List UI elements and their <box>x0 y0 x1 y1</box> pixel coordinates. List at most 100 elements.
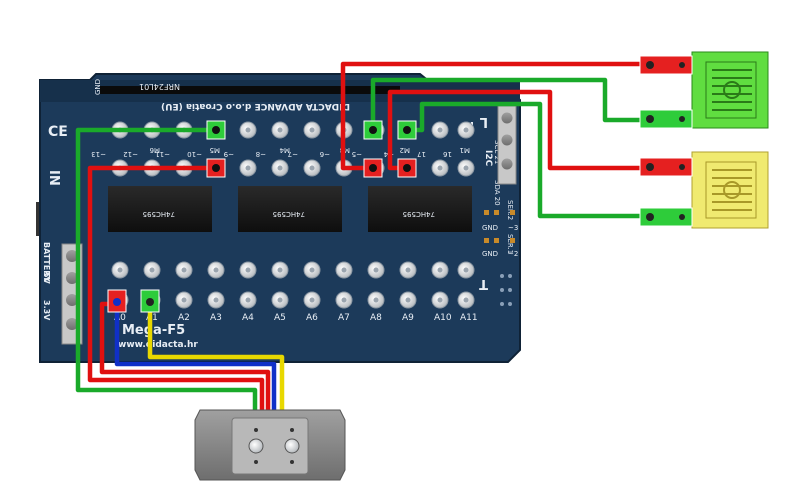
model-label: Mega-F5 <box>122 323 185 338</box>
sensor-block-icon <box>194 409 346 481</box>
i2c-terminal <box>497 105 517 185</box>
ser-pins <box>484 210 515 243</box>
svg-text:74HC595: 74HC595 <box>273 210 305 218</box>
analog-label-10: A10 <box>434 313 452 323</box>
analog-label-4: A4 <box>242 313 254 323</box>
header-top <box>100 86 400 94</box>
i2c-label: I2C <box>483 150 493 167</box>
pad-a-bot-9-hole <box>405 297 411 303</box>
t-label: T <box>479 276 488 291</box>
wire-red-sensor-top <box>340 61 640 171</box>
pad-top-11-hole <box>463 127 469 133</box>
analog-label-0: A0 <box>114 313 126 323</box>
pad-a-top-10-hole <box>437 267 443 273</box>
svg-text:74HC595: 74HC595 <box>143 210 175 218</box>
pad-mid-10-hole <box>437 165 443 171</box>
analog-label-3: A3 <box>210 313 222 323</box>
connector-green-pin4 <box>397 120 417 140</box>
board-dots <box>500 274 512 306</box>
in-label: IN <box>46 170 61 186</box>
pad-top-4-hole <box>245 127 251 133</box>
pad-a-top-11-hole <box>463 267 469 273</box>
pad-top-5-hole <box>277 127 283 133</box>
top-pin-label-0: ~13 <box>91 150 106 158</box>
analog-label-8: A8 <box>370 313 382 323</box>
pad-a-top-2-hole <box>181 267 187 273</box>
pad-a-bot-5-hole <box>277 297 283 303</box>
sensor-bottom-yellow <box>639 151 769 229</box>
v5-label: 5V <box>42 272 51 285</box>
analog-label-7: A7 <box>338 313 350 323</box>
pad-mid-4-hole <box>245 165 251 171</box>
pad-a-bot-6-hole <box>309 297 315 303</box>
scl-label: SCL 21 <box>493 140 501 164</box>
pad-a-bot-3-hole <box>213 297 219 303</box>
wire-red-sensor-bottom <box>387 89 640 171</box>
analog-label-6: A6 <box>306 313 318 323</box>
pad-a-top-9-hole <box>405 267 411 273</box>
pad-a-top-4-hole <box>245 267 251 273</box>
board-title: DIDACTA ADVANCE d.o.o Croatia (EU) <box>161 101 350 111</box>
url-label: www.didacta.hr <box>118 340 198 350</box>
pad-a-bot-4-hole <box>245 297 251 303</box>
tilde3-label: ~3 <box>508 224 518 232</box>
connector-red-a0 <box>107 289 127 313</box>
wire-green-sensor-top-a <box>370 77 640 130</box>
connector-green-pin10 <box>206 120 226 140</box>
nrf-label: NRF24L01 <box>139 82 180 91</box>
battery-label: BATTERY <box>42 242 51 282</box>
motor-label-0: M6 <box>149 146 160 154</box>
pad-a-top-7-hole <box>341 267 347 273</box>
connector-green-pin5 <box>363 120 383 140</box>
top-pin-label-1: ~12 <box>123 150 138 158</box>
motor-label-2: M4 <box>279 146 290 154</box>
top-pin-label-11: 16 <box>443 150 452 158</box>
wire-green-joystick <box>75 127 258 412</box>
pad-top-10-hole <box>437 127 443 133</box>
pad-a-top-5-hole <box>277 267 283 273</box>
analog-label-5: A5 <box>274 313 286 323</box>
shift-register-chip-1: 74HC595 <box>108 186 212 232</box>
wire-yellow-joystick <box>147 304 285 412</box>
connector-red-pin5 <box>363 158 383 178</box>
sda-label: SDA 20 <box>493 180 501 206</box>
top-pin-label-8: ~5 <box>352 150 362 158</box>
pad-top-6-hole <box>309 127 315 133</box>
connector-red-pin4 <box>397 158 417 178</box>
tilde2-label: ~2 <box>508 250 518 258</box>
analog-label-2: A2 <box>178 313 190 323</box>
gnd2-label: GND <box>482 250 498 258</box>
pad-a-top-8-hole <box>373 267 379 273</box>
top-pin-label-5: ~8 <box>256 150 266 158</box>
l-label: L <box>480 114 488 129</box>
pad-a-top-3-hole <box>213 267 219 273</box>
motor-label-1: M5 <box>210 146 221 154</box>
wire-blue-joystick <box>114 312 277 412</box>
motor-label-4: M2 <box>400 146 411 154</box>
pad-a-bot-8-hole <box>373 297 379 303</box>
wire-green-sensor-bottom <box>408 101 640 219</box>
gnd1-label: GND <box>482 224 498 232</box>
top-pin-label-3: ~10 <box>187 150 202 158</box>
motor-label-5: M1 <box>460 146 471 154</box>
wire-red-joystick-a0 <box>99 301 271 412</box>
pad-a-bot-10-hole <box>437 297 443 303</box>
analog-label-11: A11 <box>460 313 478 323</box>
top-pin-label-7: ~6 <box>319 150 330 158</box>
gnd-top-label: GND <box>94 79 102 95</box>
ce-mark: CE <box>48 124 68 140</box>
pad-a-top-0-hole <box>117 267 123 273</box>
connector-green-a1 <box>140 289 160 313</box>
shift-register-chip-2: 74HC595 <box>238 186 342 232</box>
pad-a-top-1-hole <box>149 267 155 273</box>
shift-register-chip-3: 74HC595 <box>368 186 472 232</box>
wire-red-joystick-top <box>87 165 265 412</box>
pad-a-bot-7-hole <box>341 297 347 303</box>
connector-red-pin10 <box>206 158 226 178</box>
top-pin-label-2: ~11 <box>155 150 170 158</box>
top-pin-label-4: ~9 <box>224 150 234 158</box>
top-pin-label-10: 17 <box>417 150 426 158</box>
v33-label: 3.3V <box>42 300 51 321</box>
